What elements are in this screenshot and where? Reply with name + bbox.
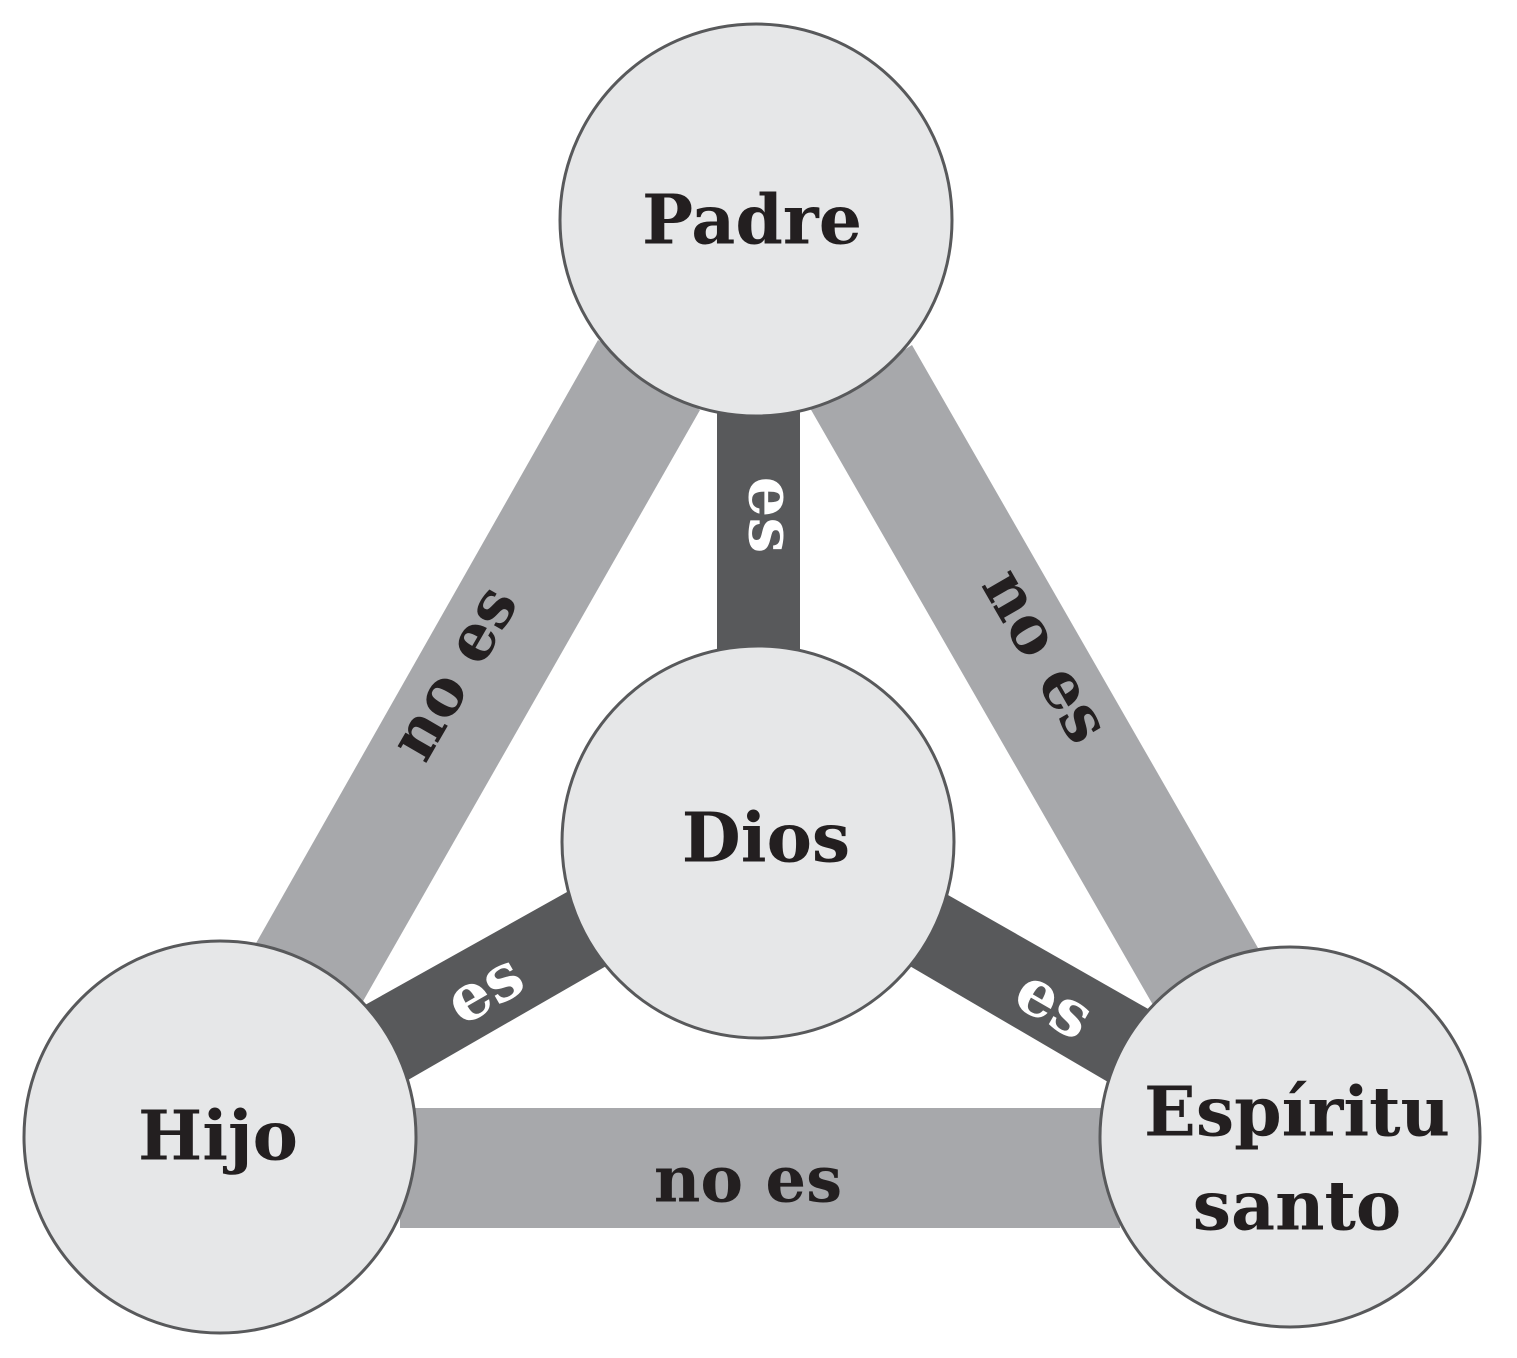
bar-padre-hijo <box>255 340 700 1003</box>
node-espiritu <box>1098 945 1482 1329</box>
label-espiritu-line1: Espíritu <box>1144 1073 1450 1153</box>
bar-padre-dios <box>717 395 800 660</box>
node-padre <box>558 22 954 418</box>
label-dios: Dios <box>682 799 850 879</box>
label-edge-hijo-espiritu: no es <box>654 1143 842 1218</box>
label-hijo: Hijo <box>138 1097 298 1177</box>
label-espiritu-line2: santo <box>1193 1167 1402 1247</box>
node-hijo <box>22 939 418 1335</box>
label-padre: Padre <box>642 181 862 261</box>
bar-padre-espiritu <box>810 345 1258 1005</box>
bar-hijo-espiritu <box>400 1108 1120 1228</box>
node-dios <box>560 644 956 1040</box>
bar-hijo-dios <box>365 892 608 1080</box>
label-edge-padre-dios: es <box>734 477 809 554</box>
bar-espiritu-dios <box>908 895 1150 1082</box>
